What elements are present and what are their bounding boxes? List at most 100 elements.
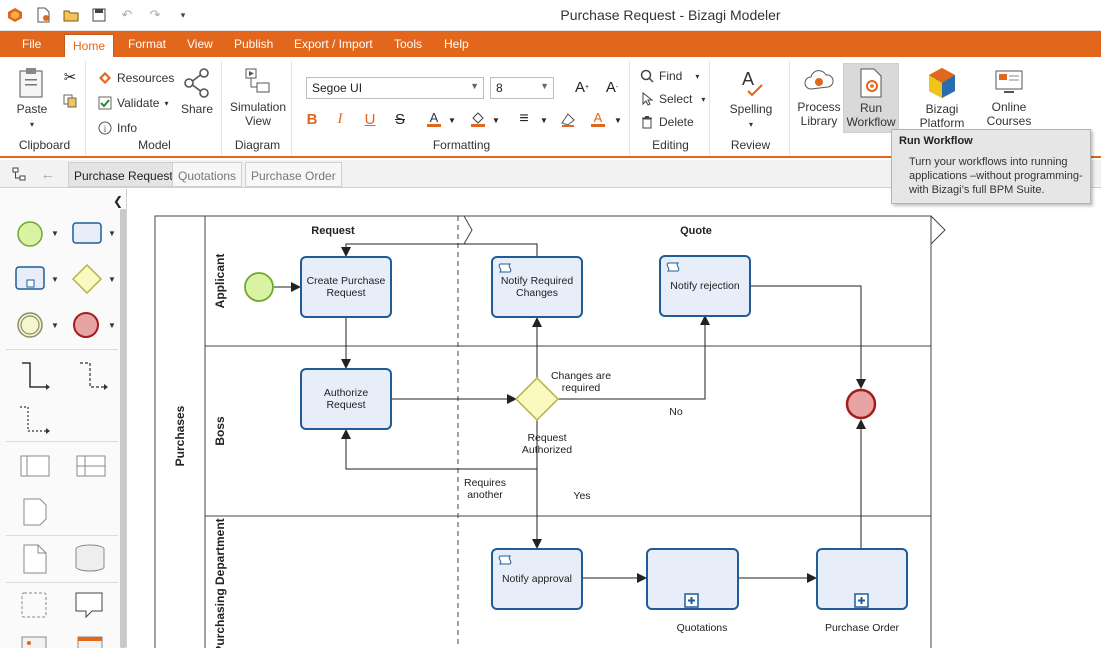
start-event[interactable]: [244, 272, 274, 302]
menu-help[interactable]: Help: [444, 37, 469, 51]
pool-shape[interactable]: [20, 455, 50, 477]
chevron-down-icon[interactable]: ▼: [108, 229, 116, 238]
tab-purchase-request[interactable]: Purchase Request: [68, 162, 179, 187]
phase-request: Request: [311, 225, 355, 237]
subprocess-shape[interactable]: [15, 266, 45, 290]
message-flow-shape[interactable]: [78, 361, 108, 391]
chevron-down-icon[interactable]: ▼: [448, 115, 456, 125]
grow-font-icon[interactable]: A+: [574, 78, 590, 96]
formatting-group: Segoe UI▼ 8▼ A+ A- B I U S A ▼ ▼ ≡ ▼ A ▼…: [294, 61, 630, 156]
clear-format-icon[interactable]: [558, 109, 578, 129]
phase-quote: Quote: [680, 225, 712, 237]
delete-button[interactable]: Delete: [640, 115, 694, 129]
tab-quotations[interactable]: Quotations: [172, 162, 243, 187]
search-icon: [640, 69, 654, 83]
collapse-palette-icon[interactable]: ❮: [112, 194, 124, 208]
callout-shape[interactable]: [74, 591, 104, 619]
cloud-icon: [804, 70, 834, 90]
align-icon[interactable]: ≡: [519, 110, 529, 127]
info-button[interactable]: i Info: [98, 121, 137, 135]
chevron-down-icon[interactable]: ▼: [108, 321, 116, 330]
subprocess-purchase-order[interactable]: Purchase Order: [816, 548, 908, 634]
redo-icon[interactable]: ↷: [149, 7, 161, 22]
back-arrow-icon[interactable]: ←: [40, 165, 56, 183]
data-store-shape[interactable]: [74, 543, 106, 573]
task-notify-rejection[interactable]: Notify rejection: [659, 255, 751, 317]
save-icon[interactable]: [90, 6, 108, 24]
task-notify-approval[interactable]: Notify approval: [491, 548, 583, 610]
chevron-down-icon: ▼: [540, 81, 549, 91]
underline-icon[interactable]: U: [364, 110, 376, 128]
review-group: A Spelling▾ Review: [712, 61, 790, 156]
bizagi-platform-button[interactable]: Bizagi Platform: [902, 67, 982, 130]
task-create-purchase-request[interactable]: Create Purchase Request: [300, 256, 392, 318]
chevron-down-icon[interactable]: ▼: [51, 229, 59, 238]
group-shape[interactable]: [20, 591, 48, 619]
open-folder-icon[interactable]: [62, 6, 80, 24]
annotation-shape[interactable]: [22, 497, 48, 527]
chevron-down-icon[interactable]: ▼: [108, 275, 116, 284]
gateway-shape[interactable]: [71, 263, 103, 295]
lane-shape[interactable]: [76, 455, 106, 477]
bold-icon[interactable]: B: [306, 110, 318, 128]
diagram-canvas[interactable]: Request Quote Purchases Applicant Boss P…: [128, 189, 1101, 648]
menu-view[interactable]: View: [187, 37, 213, 51]
customize-toolbar-icon[interactable]: ▾: [180, 9, 186, 20]
chevron-down-icon[interactable]: ▼: [51, 321, 59, 330]
chevron-down-icon[interactable]: ▼: [614, 115, 622, 125]
find-button[interactable]: Find▾: [640, 69, 699, 83]
task-shape[interactable]: [72, 222, 102, 244]
diagram-overview-icon[interactable]: [9, 164, 29, 184]
new-file-icon[interactable]: [34, 6, 52, 24]
undo-icon[interactable]: ↶: [121, 7, 133, 22]
image-shape[interactable]: [20, 635, 48, 648]
task-authorize-request[interactable]: Authorize Request: [300, 368, 392, 430]
font-color-icon[interactable]: A: [424, 109, 444, 129]
svg-text:Authorized: Authorized: [522, 444, 572, 456]
select-button[interactable]: Select▾: [640, 92, 705, 106]
strikethrough-icon[interactable]: S: [394, 110, 405, 128]
header-shape[interactable]: [76, 635, 104, 648]
chevron-down-icon[interactable]: ▼: [540, 115, 548, 125]
association-shape[interactable]: [18, 403, 50, 435]
fill-color-icon[interactable]: [468, 109, 488, 129]
info-icon: i: [98, 121, 112, 135]
menu-publish[interactable]: Publish: [234, 37, 274, 51]
copy-icon[interactable]: [60, 91, 80, 111]
data-object-shape[interactable]: [22, 543, 48, 575]
font-size-select[interactable]: 8▼: [490, 77, 554, 99]
paste-button[interactable]: Paste▾: [12, 67, 52, 130]
menu-tools[interactable]: Tools: [394, 37, 423, 51]
italic-icon[interactable]: I: [337, 110, 343, 127]
end-event-shape[interactable]: [72, 311, 100, 339]
validate-button[interactable]: Validate▾: [98, 96, 169, 110]
text-color-icon[interactable]: A: [588, 109, 608, 129]
font-family-select[interactable]: Segoe UI▼: [306, 77, 484, 99]
intermediate-event-shape[interactable]: [16, 311, 44, 339]
chevron-down-icon[interactable]: ▼: [51, 275, 59, 284]
sequence-flow-shape[interactable]: [20, 361, 50, 391]
paste-icon: [19, 68, 43, 98]
shrink-font-icon[interactable]: A-: [605, 78, 619, 96]
menu-format[interactable]: Format: [128, 37, 167, 51]
spelling-button[interactable]: A Spelling▾: [729, 69, 773, 129]
exclusive-gateway[interactable]: [514, 376, 560, 422]
tab-purchase-order[interactable]: Purchase Order: [245, 162, 342, 187]
resources-button[interactable]: Resources: [98, 71, 174, 85]
share-button[interactable]: Share: [180, 67, 214, 116]
chevron-down-icon[interactable]: ▼: [492, 115, 500, 125]
start-event-shape[interactable]: [16, 220, 44, 248]
menu-export-import[interactable]: Export / Import: [294, 37, 373, 51]
palette-scrollbar[interactable]: [120, 209, 126, 648]
task-notify-required-changes[interactable]: Notify Required Changes: [491, 256, 583, 318]
end-event[interactable]: [845, 388, 877, 420]
menu-file[interactable]: File: [22, 37, 42, 51]
trash-icon: [642, 116, 652, 129]
menu-home[interactable]: Home: [64, 34, 115, 57]
cut-icon[interactable]: ✂: [63, 69, 77, 86]
subprocess-quotations[interactable]: Quotations: [646, 548, 739, 634]
